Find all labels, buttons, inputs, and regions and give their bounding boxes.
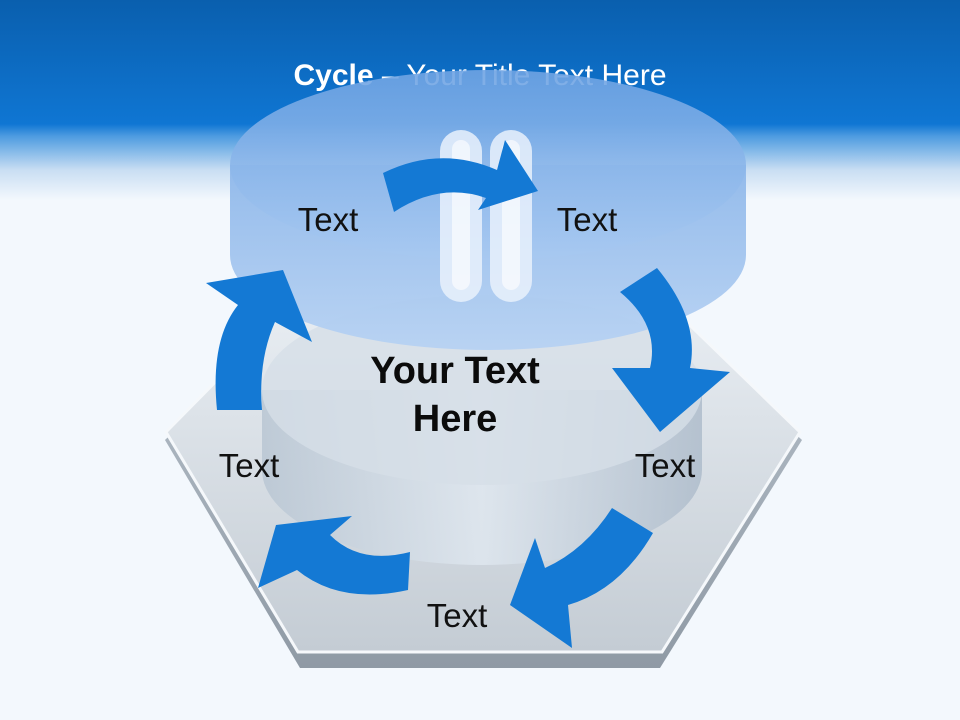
cycle-arrow-icon [206,270,312,410]
cycle-label-top-left: Text [297,201,359,238]
cycle-arrow-icon [612,268,730,432]
center-label-line2: Here [412,398,498,440]
cycle-arrow-icon [383,140,538,212]
cycle-label-bottom: Text [426,597,488,634]
center-label: Your Text Here [325,347,585,443]
cycle-arrow-icon [510,508,653,648]
cycle-label-top-right: Text [556,201,618,238]
cycle-arrow-icon [258,516,410,595]
lower-cylinder-graphic [262,295,702,565]
cycle-label-left: Text [218,447,280,484]
cycle-label-right: Text [634,447,696,484]
center-label-line1: Your Text [370,350,540,392]
cycle-arrows [206,140,730,648]
capsule-cylinder-graphic [230,70,746,350]
